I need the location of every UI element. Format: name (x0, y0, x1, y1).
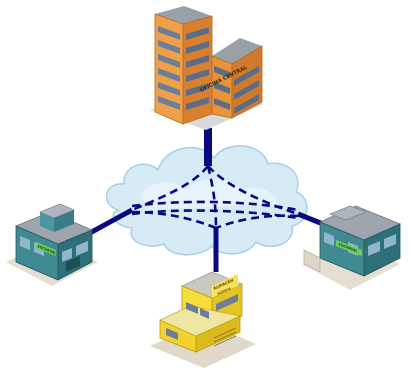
warehouse-building: ALMACÉN BODEGA (150, 271, 256, 368)
link-hq-left (131, 165, 210, 212)
mesh-links (131, 165, 299, 230)
network-links (86, 128, 329, 272)
link-left-warehouse (131, 210, 217, 230)
branch-left-sign-label: SUCURSAL (37, 244, 58, 256)
link-left-right-upper (131, 200, 299, 212)
branch-building-right: SUCURSAL (302, 205, 402, 290)
warehouse-sign-sublabel: BODEGA (217, 286, 232, 296)
branch-right-sign-label: SUCURSAL (338, 242, 359, 253)
link-right-warehouse (215, 214, 299, 230)
link-hq-warehouse (206, 165, 218, 229)
link-left-trunk (86, 207, 134, 237)
headquarters-building: OFICINA CENTRAL (150, 6, 264, 130)
branch-building-left: SUCURSAL (6, 203, 98, 286)
